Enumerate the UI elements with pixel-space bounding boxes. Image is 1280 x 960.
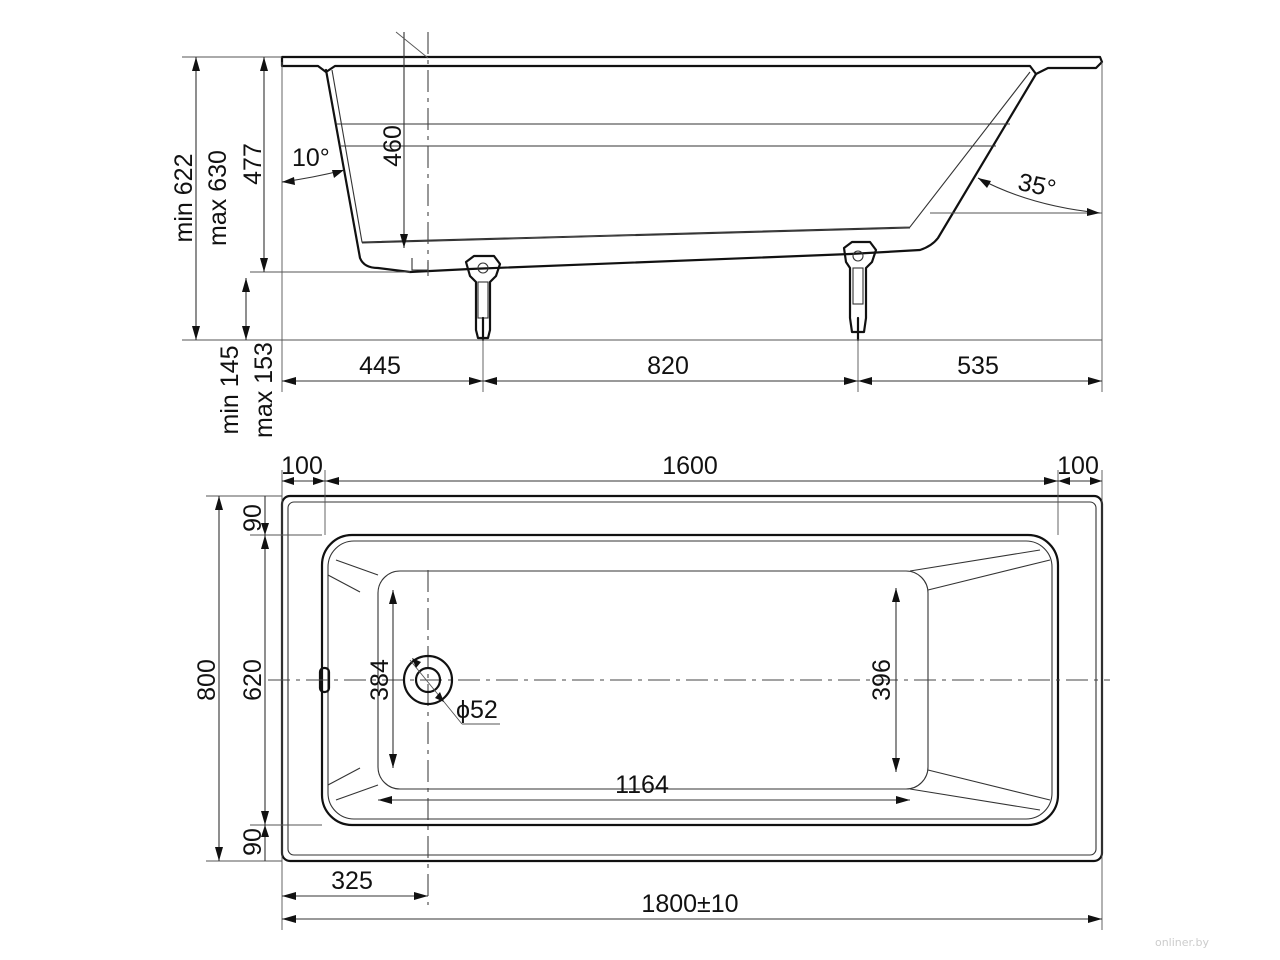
height-min-label: min 622 bbox=[170, 154, 198, 243]
floor-width-right-label: 396 bbox=[868, 659, 896, 701]
inner-depth-label: 460 bbox=[379, 125, 407, 167]
leg-spacing-label: 820 bbox=[647, 352, 689, 380]
watermark: onliner.by bbox=[1155, 936, 1210, 949]
left-offset-label: 445 bbox=[359, 352, 401, 380]
side-body-outline bbox=[324, 68, 1038, 274]
total-length-label: 1800±10 bbox=[641, 890, 738, 918]
inner-length-label: 1600 bbox=[662, 452, 718, 480]
inner-width-label: 620 bbox=[239, 659, 267, 701]
top-rim-inner-edge bbox=[287, 501, 1097, 856]
side-inner-line bbox=[331, 69, 1031, 243]
floor-length-label: 1164 bbox=[615, 771, 669, 799]
side-floor-line bbox=[361, 227, 911, 244]
drain-offset-label: 325 bbox=[331, 867, 373, 895]
floor-width-left-label: 384 bbox=[366, 659, 394, 701]
rim-right-label: 100 bbox=[1057, 452, 1099, 480]
total-width-label: 800 bbox=[193, 659, 221, 701]
leg-max-label: max 153 bbox=[250, 342, 278, 438]
right-offset-label: 535 bbox=[957, 352, 999, 380]
rim-height-label: 477 bbox=[239, 143, 267, 185]
drain-inner bbox=[414, 666, 442, 694]
leg-min-label: min 145 bbox=[216, 346, 244, 435]
rim-top-label: 90 bbox=[239, 504, 267, 532]
right-angle-label: 35° bbox=[1016, 168, 1059, 203]
rim-bottom-label: 90 bbox=[239, 828, 267, 856]
left-leg bbox=[464, 254, 502, 342]
top-view: ϕ52 100 1600 100 800 620 90 90 384 396 bbox=[193, 452, 1110, 930]
drain-diameter-label: ϕ52 bbox=[456, 696, 498, 724]
right-leg bbox=[842, 240, 878, 342]
rim-left-label: 100 bbox=[281, 452, 323, 480]
side-drain bbox=[411, 258, 429, 271]
drain-outer bbox=[402, 654, 454, 706]
left-angle-label: 10° bbox=[292, 144, 330, 172]
height-max-label: max 630 bbox=[204, 150, 232, 246]
side-view: min 622 max 630 477 460 10° 35° min 145 … bbox=[170, 31, 1104, 438]
side-rim bbox=[280, 55, 1104, 76]
